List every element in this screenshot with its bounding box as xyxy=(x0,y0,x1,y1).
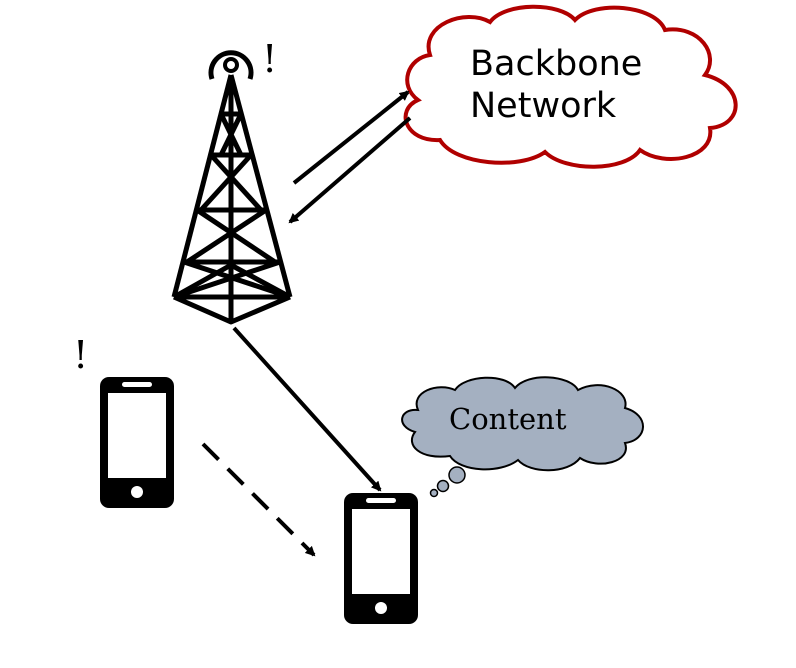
sender-alert-mark: ! xyxy=(73,333,88,377)
thought-bubble-dots xyxy=(429,466,466,498)
sender-smartphone-icon xyxy=(100,377,174,508)
backbone-label-line1: Backbone xyxy=(470,44,642,84)
downlink-arrow xyxy=(288,116,412,224)
content-cloud-shape xyxy=(401,376,644,472)
receiver-smartphone-icon xyxy=(344,493,418,624)
backbone-label-line2: Network xyxy=(470,86,617,126)
content-label: Content xyxy=(449,402,567,436)
cell-tower-icon xyxy=(171,50,293,325)
content-cloud: Content xyxy=(401,376,644,472)
backbone-network-cloud: Backbone Network xyxy=(403,4,738,169)
tower-to-phone-arrow xyxy=(232,326,382,492)
backbone-cloud-outline xyxy=(403,4,738,169)
uplink-arrow xyxy=(292,90,410,185)
d2d-dashed-arrow xyxy=(201,442,316,557)
signal-waves-icon xyxy=(208,50,254,80)
tower-alert-mark: ! xyxy=(262,37,277,81)
